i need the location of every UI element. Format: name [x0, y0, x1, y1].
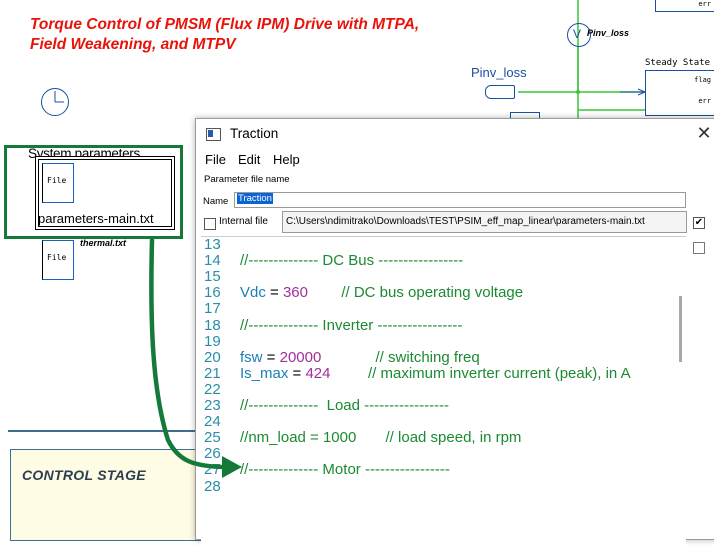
window-titlebar[interactable]: Traction ✕	[196, 119, 714, 149]
section-divider	[8, 430, 198, 432]
line-number: 19	[204, 332, 221, 350]
probe-symbol: V	[573, 27, 582, 41]
code-line: 20 fsw = 20000 // switching freq	[201, 348, 480, 366]
code-line: 27 //-------------- Motor ---------------…	[201, 462, 450, 478]
code-line: 22	[201, 380, 240, 398]
code-token: Vdc	[240, 284, 266, 302]
code-token: 360	[282, 284, 308, 302]
voltage-probe-label: Pinv_loss	[587, 28, 630, 38]
menu-edit[interactable]: Edit	[238, 152, 261, 167]
line-number: 21	[204, 364, 221, 382]
line-number: 14	[204, 252, 221, 270]
code-token: // maximum inverter current (peak), in A	[330, 364, 631, 382]
schematic-title: Torque Control of PMSM (Flux IPM) Drive …	[30, 15, 500, 55]
name-label: Name	[203, 196, 229, 207]
code-line: 24	[201, 414, 240, 430]
code-token: //-------------- Inverter --------------…	[240, 316, 463, 334]
name-input-value: Traction	[237, 193, 273, 204]
err-port-label: err	[698, 97, 711, 105]
thermal-file-icon[interactable]: File	[42, 240, 74, 280]
line-number: 15	[204, 268, 221, 286]
close-button[interactable]: ✕	[696, 123, 712, 143]
line-number: 18	[204, 316, 221, 334]
flag-port-label: flag	[694, 76, 711, 84]
traction-window: Traction ✕ File Edit Help Parameter file…	[195, 118, 714, 547]
name-input[interactable]: Traction	[234, 192, 686, 208]
code-token: 20000	[279, 348, 322, 366]
parameter-file-name: parameters-main.txt	[38, 211, 154, 226]
clock-icon[interactable]	[40, 87, 70, 117]
code-line: 21 Is_max = 424 // maximum inverter curre…	[201, 364, 631, 382]
line-number: 13	[204, 236, 221, 253]
code-token: fsw	[240, 348, 263, 366]
pinv-loss-label-port[interactable]	[485, 85, 515, 99]
pinv-loss-label: Pinv_loss	[471, 65, 527, 80]
schematic-title-line1: Torque Control of PMSM (Flux IPM) Drive …	[30, 16, 420, 33]
schematic-title-line2: Field Weakening, and MTPV	[30, 36, 236, 53]
code-token: // DC bus operating voltage	[308, 284, 524, 302]
file-path-field[interactable]: C:\Users\ndimitrako\Downloads\TEST\PSIM_…	[282, 211, 687, 233]
code-token: //-------------- DC Bus ----------------…	[240, 252, 464, 270]
file-icon-label: File	[47, 176, 67, 185]
thermal-file-icon-label: File	[47, 253, 67, 262]
code-token: =	[265, 284, 283, 302]
code-line: 28	[201, 477, 240, 495]
line-number: 16	[204, 284, 221, 302]
code-line: 18 //-------------- Inverter ------------…	[201, 316, 463, 334]
menu-file[interactable]: File	[205, 152, 226, 167]
code-line: 23 //-------------- Load ----------------…	[201, 398, 449, 414]
internal-file-label: Internal file	[219, 216, 268, 227]
window-title: Traction	[230, 126, 279, 141]
internal-file-checkbox[interactable]	[204, 218, 216, 230]
code-token: //-------------- Motor -----------------	[240, 461, 450, 479]
right-checkbox-checked[interactable]: ✔	[693, 217, 705, 229]
right-checkbox[interactable]	[693, 242, 705, 254]
code-line: 19	[201, 332, 240, 350]
file-icon: File	[42, 163, 74, 203]
line-number: 23	[204, 397, 221, 414]
line-number: 25	[204, 429, 221, 447]
steady-state-block[interactable]: flag err	[645, 70, 714, 116]
code-token: Is_max	[240, 364, 289, 382]
line-number: 26	[204, 445, 221, 463]
code-line: 16 Vdc = 360 // DC bus operating voltage	[201, 285, 523, 301]
code-token: // switching freq	[321, 348, 480, 366]
window-app-icon	[206, 128, 221, 141]
control-stage-block	[10, 449, 202, 541]
code-token: //-------------- Load -----------------	[240, 397, 450, 414]
line-number: 20	[204, 348, 221, 366]
editor-scrollbar[interactable]	[679, 296, 682, 362]
code-token: =	[262, 348, 280, 366]
menu-help[interactable]: Help	[273, 152, 300, 167]
code-line: 26	[201, 446, 240, 462]
code-line: 14 //-------------- DC Bus --------------…	[201, 253, 463, 269]
code-token: 424	[305, 364, 331, 382]
line-number: 28	[204, 477, 221, 495]
code-line: 15	[201, 269, 240, 285]
code-token: //nm_load = 1000 // load speed, in rpm	[240, 429, 522, 447]
steady-state-label: Steady State	[645, 58, 711, 68]
code-line: 17	[201, 301, 240, 317]
thermal-file-label: thermal.txt	[80, 238, 127, 248]
parameter-file-name-label: Parameter file name	[204, 174, 290, 185]
code-line: 13	[201, 237, 240, 253]
highlight-box	[4, 145, 183, 239]
top-err-label: err	[698, 0, 711, 8]
line-number: 17	[204, 300, 221, 318]
line-number: 27	[204, 461, 221, 479]
top-block[interactable]: err	[655, 0, 714, 12]
line-number: 22	[204, 380, 221, 398]
line-number: 24	[204, 413, 221, 431]
code-line: 25 //nm_load = 1000 // load speed, in rpm	[201, 430, 521, 446]
control-stage-label: CONTROL STAGE	[22, 467, 146, 483]
code-token: =	[288, 364, 306, 382]
parameter-file-block[interactable]: File	[35, 156, 175, 230]
voltage-probe-icon[interactable]: V	[567, 23, 591, 47]
schematic-wires	[518, 0, 647, 130]
